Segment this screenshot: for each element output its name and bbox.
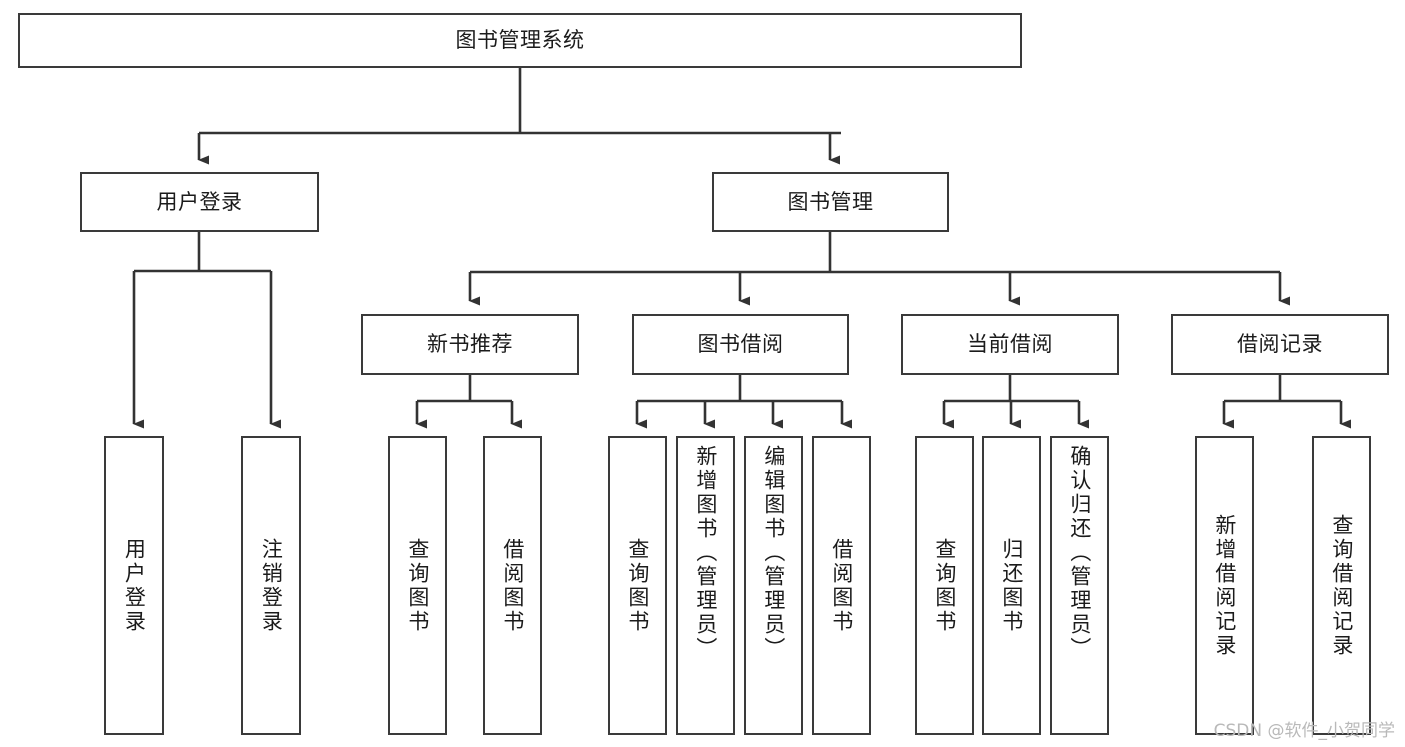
node-leaf-add-book[interactable]: 新增图书（管理员）: [676, 436, 735, 735]
node-root[interactable]: 图书管理系统: [18, 13, 1022, 68]
node-leaf-confirm-return[interactable]: 确认归还（管理员）: [1050, 436, 1109, 735]
node-leaf-user-login-label: 用户登录: [122, 537, 147, 634]
node-leaf-user-login[interactable]: 用户登录: [104, 436, 164, 735]
node-user-login[interactable]: 用户登录: [80, 172, 319, 232]
node-leaf-query-book-1[interactable]: 查询图书: [388, 436, 447, 735]
node-borrow-record[interactable]: 借阅记录: [1171, 314, 1389, 375]
node-book-management[interactable]: 图书管理: [712, 172, 949, 232]
node-book-borrow[interactable]: 图书借阅: [632, 314, 849, 375]
node-leaf-query-book-3-label: 查询图书: [932, 537, 957, 634]
node-book-borrow-label: 图书借阅: [697, 332, 784, 357]
node-leaf-query-record[interactable]: 查询借阅记录: [1312, 436, 1371, 735]
node-new-book-recommend-label: 新书推荐: [427, 332, 513, 357]
node-leaf-add-record-label: 新增借阅记录: [1212, 513, 1237, 658]
node-new-book-recommend[interactable]: 新书推荐: [361, 314, 579, 375]
node-leaf-logout-login-label: 注销登录: [259, 537, 284, 634]
node-leaf-borrow-book-2-label: 借阅图书: [829, 537, 854, 634]
node-book-management-label: 图书管理: [787, 189, 874, 214]
node-leaf-logout-login[interactable]: 注销登录: [241, 436, 301, 735]
node-root-label: 图书管理系统: [455, 28, 585, 53]
node-leaf-edit-book-label: 编辑图书（管理员）: [761, 445, 786, 661]
node-leaf-query-book-3[interactable]: 查询图书: [915, 436, 974, 735]
node-leaf-query-book-2-label: 查询图书: [625, 537, 650, 634]
node-leaf-borrow-book-1-label: 借阅图书: [500, 537, 525, 634]
node-leaf-confirm-return-label: 确认归还（管理员）: [1067, 445, 1092, 661]
watermark-text: CSDN @软件_小贺同学: [1213, 721, 1395, 741]
node-leaf-query-book-1-label: 查询图书: [405, 537, 430, 634]
node-current-borrow-label: 当前借阅: [967, 332, 1053, 357]
node-leaf-edit-book[interactable]: 编辑图书（管理员）: [744, 436, 803, 735]
node-leaf-query-record-label: 查询借阅记录: [1329, 513, 1354, 658]
node-leaf-borrow-book-2[interactable]: 借阅图书: [812, 436, 871, 735]
node-leaf-return-book-label: 归还图书: [999, 537, 1024, 634]
node-leaf-borrow-book-1[interactable]: 借阅图书: [483, 436, 542, 735]
node-leaf-query-book-2[interactable]: 查询图书: [608, 436, 667, 735]
node-current-borrow[interactable]: 当前借阅: [901, 314, 1119, 375]
node-user-login-label: 用户登录: [156, 189, 243, 214]
node-borrow-record-label: 借阅记录: [1237, 332, 1323, 357]
node-leaf-return-book[interactable]: 归还图书: [982, 436, 1041, 735]
node-leaf-add-record[interactable]: 新增借阅记录: [1195, 436, 1254, 735]
node-leaf-add-book-label: 新增图书（管理员）: [693, 445, 718, 661]
